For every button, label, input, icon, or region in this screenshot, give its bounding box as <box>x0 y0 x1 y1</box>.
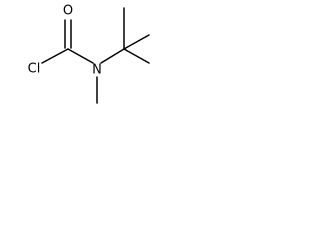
tbutyl-methyl-right-down <box>123 48 150 64</box>
n-tbutyl-bond <box>100 48 125 64</box>
tbutyl-methyl-right-up <box>123 34 150 50</box>
chlorine-atom-label: Cl <box>28 62 41 77</box>
nitrogen-atom-label: N <box>92 63 102 78</box>
oxygen-atom-label: O <box>63 4 73 19</box>
chemical-structure-diagram: O Cl N <box>28 4 150 104</box>
c-cl-bond <box>41 48 69 64</box>
c-n-bond <box>67 48 94 64</box>
